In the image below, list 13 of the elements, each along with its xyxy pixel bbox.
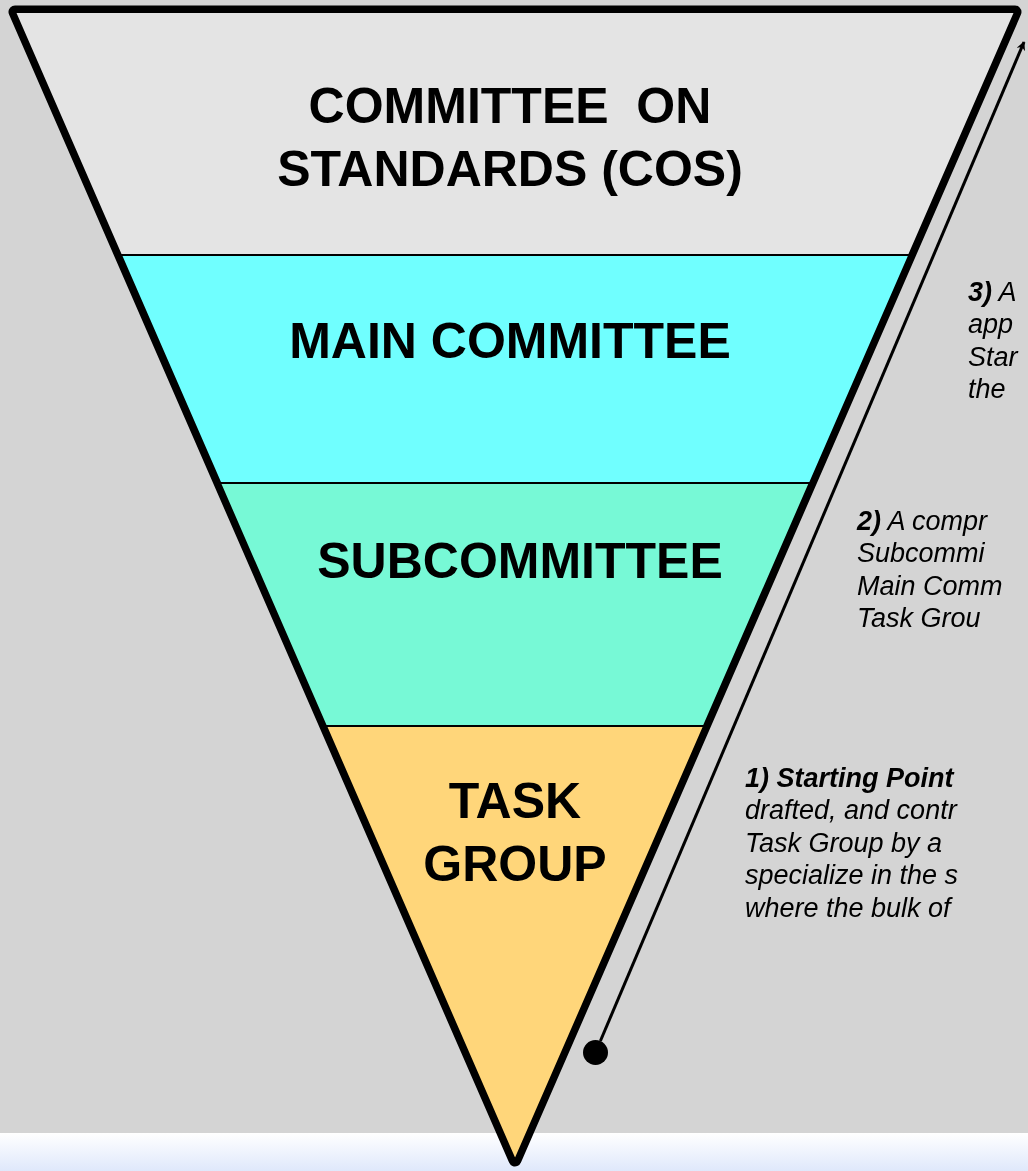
step-note: 1) Starting Point drafted, and contr Task Group by a specialize in the s where the bulk of (745, 762, 960, 924)
group-band (325, 726, 705, 1160)
tier-title: MAIN COMMITTEE (288, 312, 732, 371)
committee-band (120, 255, 910, 483)
committee-band (15, 12, 1015, 255)
start-dot (583, 1040, 608, 1065)
tier-title: TASK GROUP (422, 772, 608, 894)
arrow (599, 41, 1026, 1042)
tier-title: COMMITTEE ON STANDARDS (COS) (276, 77, 744, 199)
step-note: 2) A compr Subcommi Main Comm Task Grou (857, 505, 1004, 635)
subcommittee-band (220, 483, 810, 726)
step-note: 3) A app Star the (968, 276, 1020, 406)
tier-title: SUBCOMMITTEE (316, 532, 724, 591)
